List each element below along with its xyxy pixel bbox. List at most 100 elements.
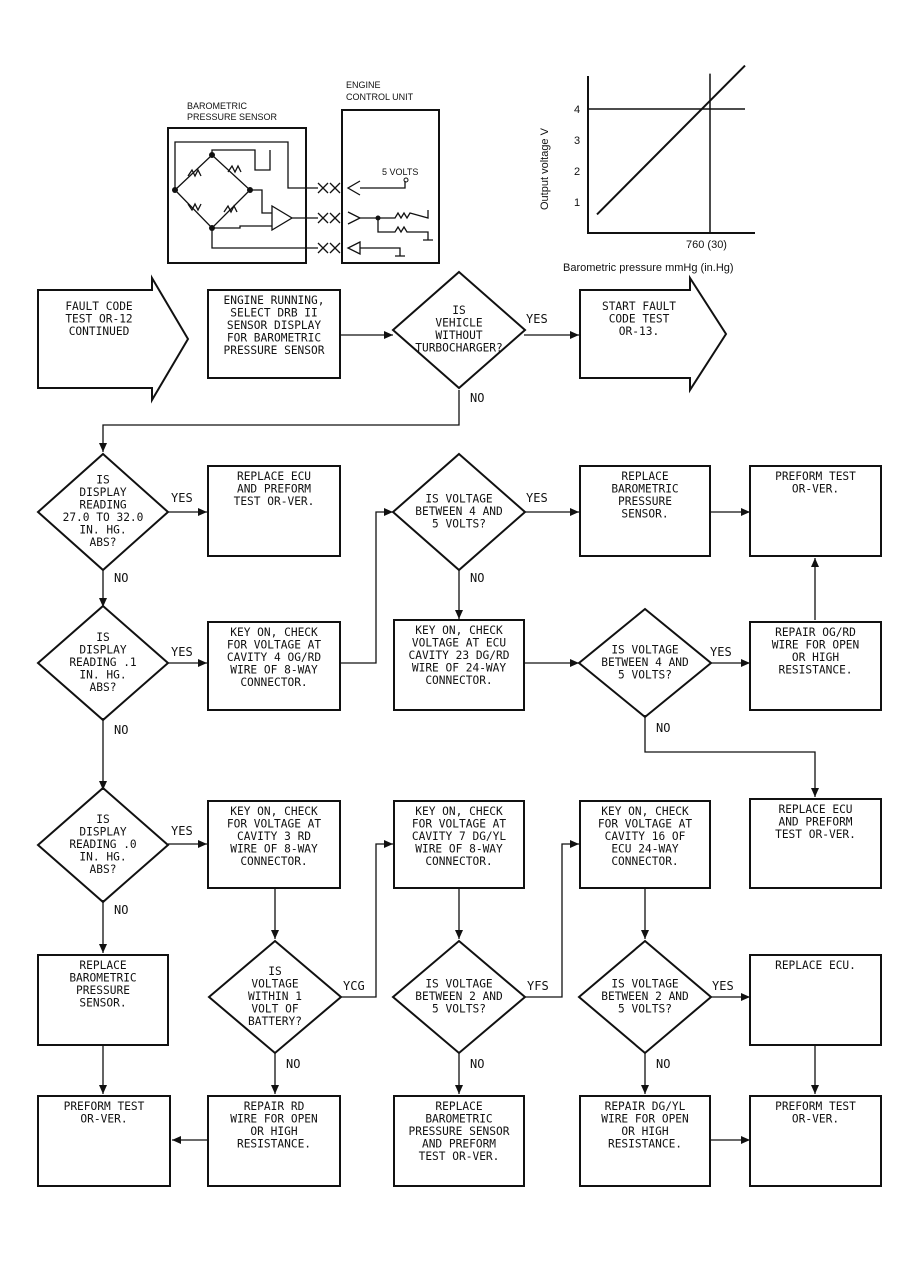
- sensor-schematic: BAROMETRIC PRESSURE SENSOR ENGINE CONTRO…: [167, 80, 440, 264]
- node-text-line: FOR VOLTAGE AT: [598, 818, 693, 831]
- node-text-line: RESISTANCE.: [778, 664, 852, 677]
- label-yes: YES: [526, 312, 548, 326]
- node-text-line: WIRE OF 8-WAY: [415, 843, 503, 856]
- repair-dg-yl-box-shape: [579, 1095, 711, 1187]
- node-text-line: SENSOR DISPLAY: [227, 319, 322, 332]
- node-text-line: BAROMETRIC: [69, 972, 136, 985]
- node-text-line: CONNECTOR.: [425, 674, 492, 687]
- voltage-battery-decision-shape: [207, 939, 343, 1055]
- node-text-line: IN. HG.: [79, 524, 126, 537]
- node-text-line: REPLACE ECU: [778, 803, 852, 816]
- ecu-label-line1: ENGINE: [346, 80, 381, 90]
- replace-baro-sensor-box-shape: [37, 954, 169, 1046]
- node-text-line: AND PREFORM: [237, 483, 311, 496]
- node-text-line: CAVITY 7 DG/YL: [412, 830, 507, 843]
- node-text-line: CONNECTOR.: [240, 676, 307, 689]
- node-text-line: 5 VOLTS?: [432, 1002, 486, 1015]
- replace-baro-sensor-box-shape: [579, 465, 711, 557]
- key-on-cavity23-box-shape: [393, 619, 525, 711]
- display-27-decision-shape: [36, 452, 170, 572]
- node-text-line: KEY ON, CHECK: [230, 626, 318, 639]
- key-on-cavity7-box-shape: [393, 800, 525, 889]
- label-yes: YES: [712, 979, 734, 993]
- node-text-line: OR-VER.: [80, 1113, 127, 1126]
- node-text-line: RESISTANCE.: [237, 1138, 311, 1151]
- node-text-line: ECU 24-WAY: [611, 843, 679, 856]
- node-text-line: OR HIGH: [621, 1125, 668, 1138]
- label-no: NO: [114, 903, 128, 917]
- node-text-line: BATTERY?: [248, 1015, 302, 1028]
- key-on-cavity3-box-shape: [207, 800, 341, 889]
- node-text-line: PRESSURE: [76, 984, 130, 997]
- voltage-4-5-decision-shape: [577, 607, 713, 719]
- chart-xlabel: Barometric pressure mmHg (in.Hg): [563, 262, 734, 274]
- node-text-line: KEY ON, CHECK: [230, 805, 318, 818]
- node-text-line: PREFORM TEST: [775, 1100, 856, 1113]
- node-text-line: CAVITY 3 RD: [237, 830, 311, 843]
- node-text-line: CONNECTOR.: [611, 855, 678, 868]
- node-text-line: OR-13.: [619, 325, 659, 338]
- node-text-line: CODE TEST: [609, 313, 670, 326]
- vehicle-turbo-decision-shape: [391, 270, 527, 390]
- node-text-line: REPAIR RD: [244, 1100, 305, 1113]
- node-text-line: REPLACE: [435, 1100, 482, 1113]
- node-text-line: REPLACE ECU.: [775, 959, 856, 972]
- label-yes: YES: [171, 824, 193, 838]
- node-text-line: SELECT DRB II: [230, 307, 318, 320]
- node-text-line: WIRE OF 24-WAY: [412, 662, 507, 675]
- node-text-line: ENGINE RUNNING,: [223, 294, 324, 307]
- sensor-label-line2: PRESSURE SENSOR: [187, 112, 278, 122]
- node-text-line: OR-VER.: [792, 483, 839, 496]
- node-text-line: ABS?: [90, 681, 117, 694]
- node-text-line: 5 VOLTS?: [618, 668, 672, 681]
- node-text-line: REPLACE ECU: [237, 470, 311, 483]
- repair-og-rd-box-shape: [749, 621, 882, 711]
- node-text-line: REPLACE: [79, 959, 126, 972]
- node-text-line: TEST OR-VER.: [234, 495, 315, 508]
- ecu-box: [341, 109, 440, 264]
- node-text-line: IS: [96, 474, 109, 487]
- node-text-line: KEY ON, CHECK: [415, 805, 503, 818]
- node-text-line: KEY ON, CHECK: [601, 805, 689, 818]
- node-text-line: VOLTAGE: [251, 977, 298, 990]
- node-text-line: TEST OR-VER.: [419, 1150, 500, 1163]
- branch-labels: YES NO YES YES NO NO YES YES NO NO YES N…: [114, 312, 734, 1071]
- node-text-line: AND PREFORM: [778, 816, 852, 829]
- chart-ytick-label: 4: [574, 104, 580, 116]
- voltage-2-5-decision-shape: [391, 939, 527, 1055]
- key-on-cavity4-box-shape: [207, 621, 341, 711]
- node-text-line: IS VOLTAGE: [425, 977, 493, 990]
- node-text-line: OR HIGH: [792, 651, 839, 664]
- sensor-box: [167, 127, 307, 264]
- node-text-line: READING .1: [69, 656, 136, 669]
- node-text-line: PRESSURE: [618, 495, 672, 508]
- node-text-line: TURBOCHARGER?: [415, 342, 503, 355]
- node-text-line: WIRE FOR OPEN: [230, 1113, 318, 1126]
- node-text-line: IS: [268, 965, 281, 978]
- amplifier-symbol: [271, 204, 294, 232]
- label-no: NO: [286, 1057, 300, 1071]
- perform-test-box-shape: [749, 465, 882, 557]
- replace-ecu-box-shape: [749, 798, 882, 889]
- chart-axes: [587, 76, 755, 234]
- node-text-line: CAVITY 23 DG/RD: [408, 649, 509, 662]
- node-text-line: CONNECTOR.: [240, 855, 307, 868]
- node-text-line: 5 VOLTS?: [432, 517, 486, 530]
- ecu-label-line2: CONTROL UNIT: [346, 92, 414, 102]
- node-text-line: ABS?: [90, 536, 117, 549]
- replace-ecu-box-shape: [207, 465, 341, 557]
- node-text-line: IN. HG.: [79, 850, 126, 863]
- node-text-line: OR-VER.: [792, 1113, 839, 1126]
